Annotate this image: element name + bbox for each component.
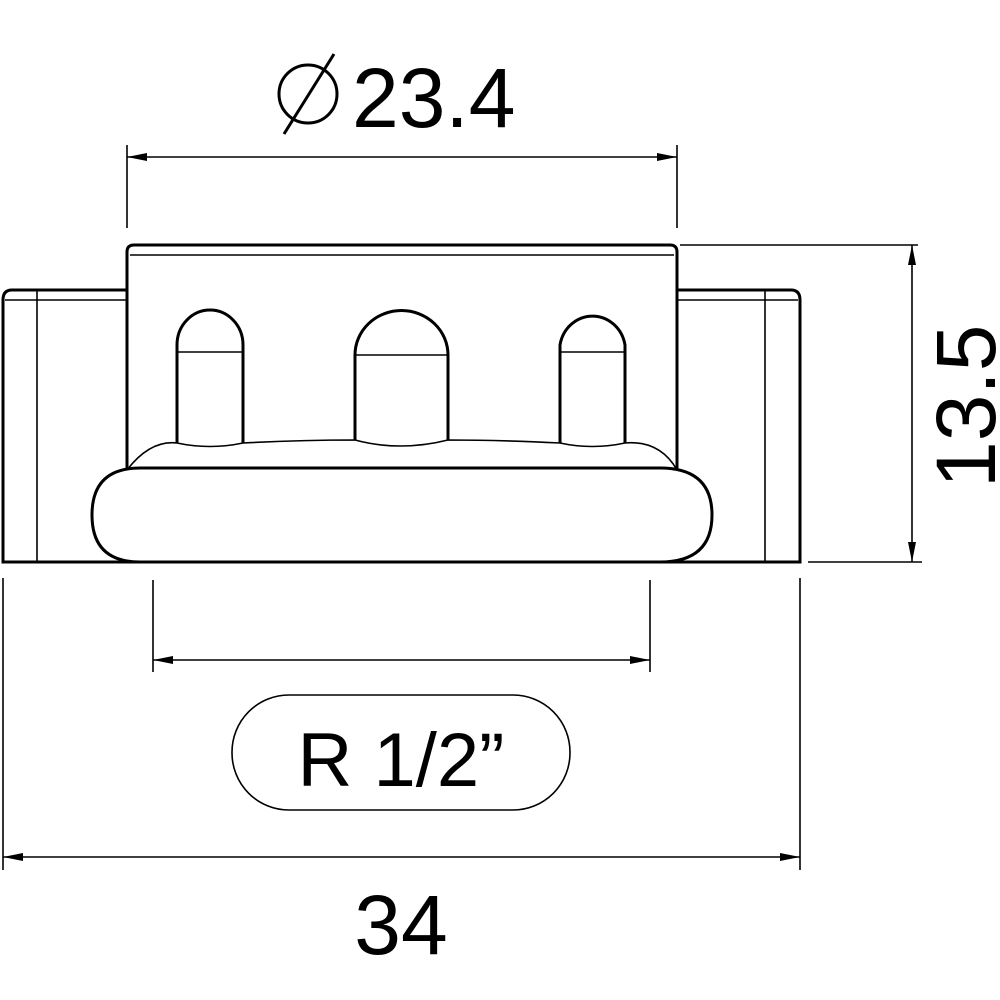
diameter-symbol-icon [277,53,339,135]
fitting-body [1,243,802,564]
thread-label: R 1/2” [298,718,505,803]
thread-dimension: R 1/2” [152,580,651,811]
diameter-value: 23.4 [352,51,516,145]
slot [558,314,627,443]
overall-width-dimension: 34 [2,578,801,972]
slot [353,309,450,440]
overall-width-value: 34 [354,878,447,972]
thread-label-frame [231,694,571,811]
height-dimension: 13.5 [680,244,1000,563]
height-value: 13.5 [919,325,1000,489]
diameter-dimension: 23.4 [126,51,678,228]
slot [175,308,245,443]
